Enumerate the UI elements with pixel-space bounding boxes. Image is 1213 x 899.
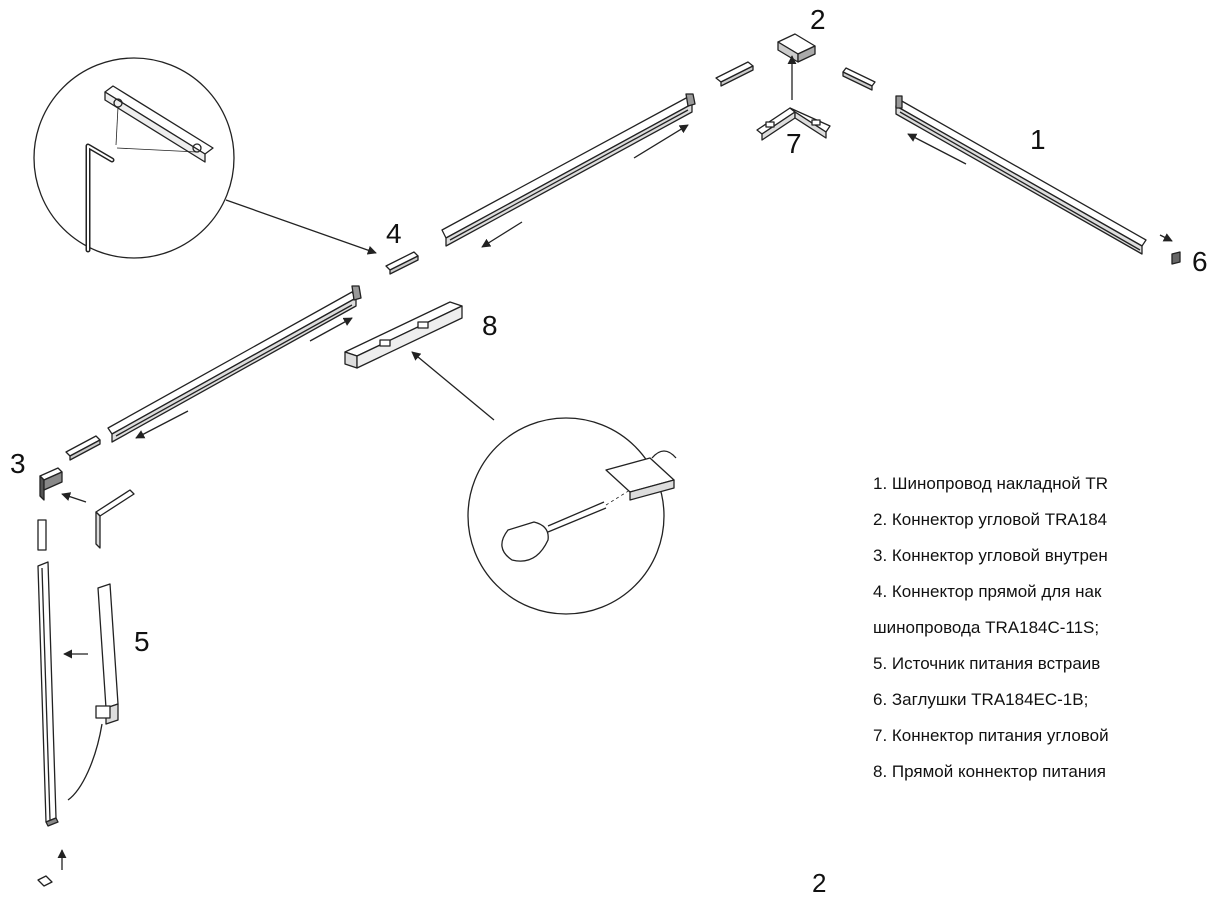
callout-4: 4 — [386, 218, 402, 249]
callout-5: 5 — [134, 626, 150, 657]
legend-item-3: 3. Коннектор угловой внутрен — [873, 546, 1108, 565]
legend-item-5: 5. Источник питания встраив — [873, 654, 1101, 673]
callout-3: 3 — [10, 448, 26, 479]
legend-item-8: 8. Прямой коннектор питания — [873, 762, 1106, 781]
legend-item-6: 6. Заглушки TRA184EC-1B; — [873, 690, 1089, 709]
parts-legend: 1. Шинопровод накладной TR 2. Коннектор … — [873, 470, 1213, 794]
legend-item-2: 2. Коннектор угловой TRA184 — [873, 510, 1108, 529]
detail-circle-screwdriver — [467, 417, 677, 615]
power-corner-connector-7 — [756, 107, 831, 141]
legend-item-4: 4. Коннектор прямой для нак — [873, 582, 1102, 601]
callout-2: 2 — [810, 4, 826, 35]
callout-7: 7 — [786, 128, 802, 159]
corner-connector-2 — [777, 33, 816, 63]
callout-8: 8 — [482, 310, 498, 341]
callout-1: 1 — [1030, 124, 1046, 155]
track-rail-top — [441, 93, 696, 247]
legend-item-4-cont: шинопровода TRA184C-11S; — [873, 618, 1100, 637]
track-rail-vertical — [37, 561, 59, 827]
track-rail-mid — [107, 285, 362, 443]
page-number: 2 — [812, 868, 827, 898]
callout-6: 6 — [1192, 246, 1208, 277]
legend-item-7: 7. Коннектор питания угловой — [873, 726, 1109, 745]
power-supply-5 — [67, 583, 119, 801]
track-rail-right — [895, 95, 1147, 255]
inner-corner-connector-3 — [39, 467, 63, 501]
legend-item-1: 1. Шинопровод накладной TR — [873, 474, 1108, 493]
straight-power-connector-8 — [344, 301, 463, 369]
detail-circle-hex-key — [33, 57, 235, 259]
